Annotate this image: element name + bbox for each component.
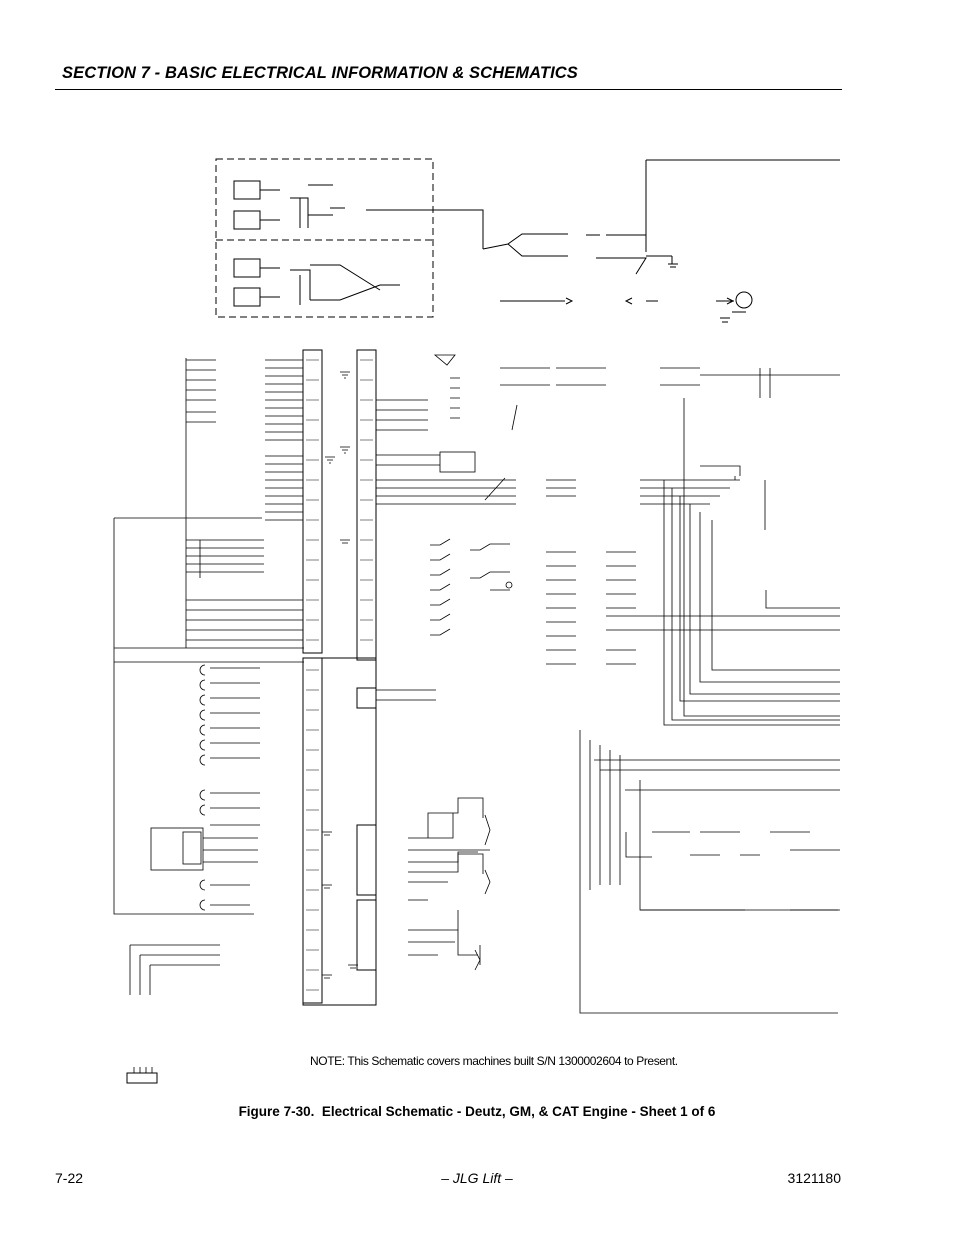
figure-caption: Figure 7-30. Electrical Schematic - Deut… [238,1104,716,1119]
connector-legend-symbol [126,1072,158,1084]
terminal-block-e [356,824,377,896]
schematic-note: NOTE: This Schematic covers machines bui… [310,1054,678,1068]
terminal-block-d [356,687,377,709]
joystick-dashed-enclosure [215,158,434,318]
switch-contacts [430,354,518,636]
document-number: 3121180 [787,1170,841,1186]
header-rule [55,89,842,90]
terminal-pin-marks [306,359,373,991]
left-harness-wires [113,358,304,915]
potentiometer-circuits [408,797,491,971]
terminal-block-b [356,349,377,661]
terminal-block-f [356,899,377,971]
section-title: SECTION 7 - BASIC ELECTRICAL INFORMATION… [62,64,578,82]
center-harness-wires [376,367,840,1014]
joystick-switch-symbols [233,180,568,307]
relay-coil-bank [129,664,260,995]
terminal-block-enclosure [302,657,377,1006]
page-number: 7-22 [55,1170,84,1186]
terminal-block-a [302,349,323,654]
footer-publisher: – JLG Lift – [441,1170,513,1186]
ground-symbols [322,371,358,979]
